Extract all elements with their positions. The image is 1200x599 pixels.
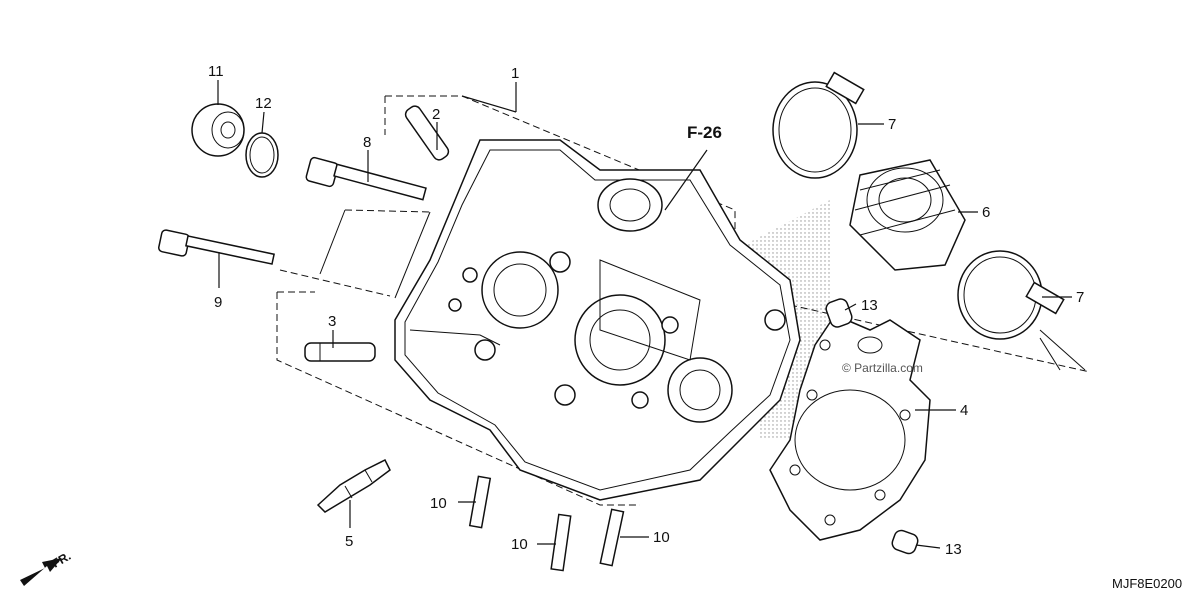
- cylinder-head[interactable]: [394, 139, 801, 501]
- dowel-pin[interactable]: [824, 297, 854, 329]
- callouts: 1 2 3 4 5 6 7 7 8 9 10 10 10 11 12 13 13: [208, 63, 1084, 558]
- dowel-pin[interactable]: [890, 528, 919, 555]
- assembly-guide-lines: [276, 95, 1091, 506]
- long-bolt[interactable]: [158, 229, 275, 265]
- reference-label: F-26: [687, 123, 722, 142]
- callout-7a: 7: [888, 116, 896, 133]
- dowel-pin[interactable]: [304, 342, 376, 362]
- callout-7b: 7: [1076, 289, 1084, 306]
- callout-8: 8: [363, 134, 371, 151]
- leader-lines: [217, 80, 1072, 549]
- front-direction-arrow-icon: [20, 558, 62, 586]
- callout-2: 2: [432, 106, 440, 123]
- o-ring[interactable]: [245, 132, 279, 178]
- stud-bolt[interactable]: [468, 475, 492, 529]
- callout-11: 11: [208, 63, 224, 80]
- hose-band[interactable]: [772, 71, 865, 179]
- flange-bolt[interactable]: [305, 156, 427, 201]
- callout-1: 1: [511, 65, 519, 82]
- callout-5: 5: [345, 533, 353, 550]
- callout-10b: 10: [511, 536, 528, 553]
- callout-9: 9: [214, 294, 222, 311]
- callout-10a: 10: [430, 495, 447, 512]
- hose-band[interactable]: [957, 250, 1065, 340]
- callout-13b: 13: [945, 541, 962, 558]
- diagram-code: MJF8E0200: [1112, 576, 1182, 591]
- callout-4: 4: [960, 402, 968, 419]
- callout-3: 3: [328, 313, 336, 330]
- spark-plug[interactable]: [316, 458, 391, 513]
- valve-guide[interactable]: [403, 104, 451, 162]
- callout-12: 12: [255, 95, 272, 112]
- stud-bolt[interactable]: [550, 513, 572, 572]
- head-gasket[interactable]: [769, 314, 931, 541]
- insulator[interactable]: [849, 159, 966, 271]
- stud-bolt[interactable]: [599, 508, 625, 567]
- watermark: © Partzilla.com: [842, 361, 923, 375]
- callout-13a: 13: [861, 297, 878, 314]
- callout-6: 6: [982, 204, 990, 221]
- callout-10c: 10: [653, 529, 670, 546]
- cap[interactable]: [191, 103, 245, 157]
